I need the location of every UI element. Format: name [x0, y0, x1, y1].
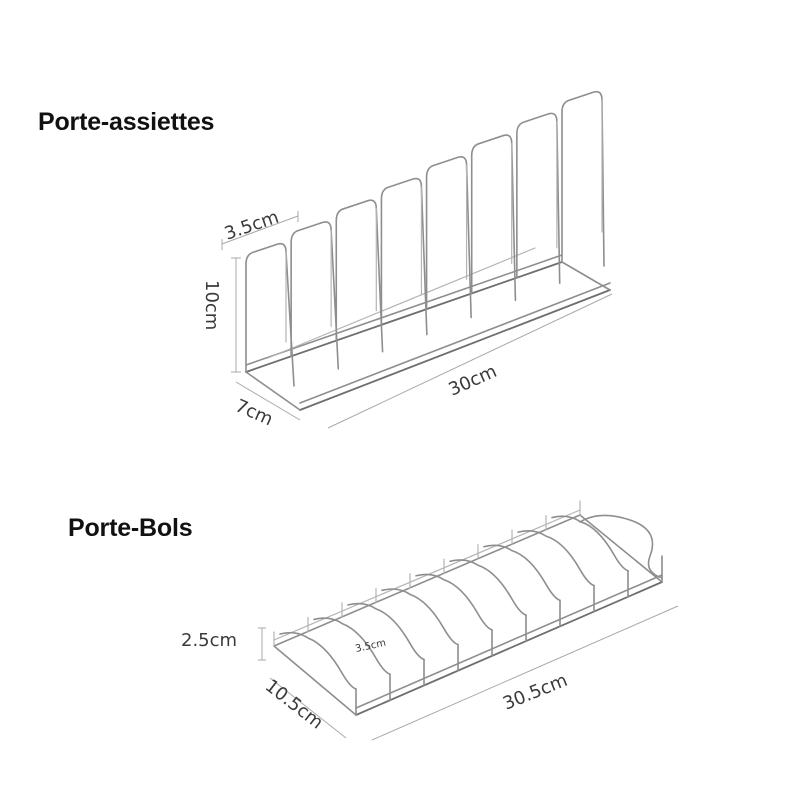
bowl-cradle	[551, 515, 629, 572]
depth-dimension-line	[235, 381, 301, 421]
bowl-slot-label: 3.5cm	[354, 638, 387, 655]
bowl-height-label: 2.5cm	[181, 630, 237, 651]
bowl-rack-illustration: 2.5cm 3.5cm 10.5cm 30.5cm	[181, 500, 679, 741]
plate-rack-left-foot	[245, 371, 301, 411]
bowl-length-dimension-line	[371, 605, 679, 741]
bowl-rack-title: Porte-Bols	[68, 514, 193, 542]
plate-divider	[470, 134, 517, 302]
bowl-rack-front-rail-inner	[355, 574, 663, 709]
bowl-cradle	[517, 529, 595, 587]
plate-rack-base-rail	[299, 289, 611, 411]
length-label: 30cm	[445, 361, 500, 401]
plate-divider	[290, 221, 340, 370]
plate-rack-front-rail-inner	[245, 254, 563, 366]
bowl-cradle	[449, 559, 527, 616]
bowl-rack-end-hoop	[579, 514, 663, 579]
divider-gap-dimension-line	[221, 215, 299, 245]
bowl-length-label: 30.5cm	[500, 670, 570, 715]
plate-rack-illustration: 3.5cm 10cm 7cm 30cm	[201, 90, 613, 430]
bowl-cradle	[381, 588, 459, 646]
height-label: 10cm	[201, 280, 222, 330]
depth-label: 7cm	[232, 395, 276, 430]
plate-divider	[561, 90, 605, 267]
bowl-cradle	[347, 602, 425, 661]
plate-divider	[380, 177, 428, 336]
bowl-depth-label: 10.5cm	[261, 675, 327, 733]
bowl-cradle	[415, 573, 493, 631]
length-dimension-line	[327, 293, 613, 429]
plate-divider	[425, 156, 472, 319]
plate-rack-right-foot	[561, 261, 611, 291]
bowl-cradle	[279, 631, 357, 690]
plate-divider	[335, 199, 384, 353]
plate-rack-front-rail	[245, 261, 563, 373]
plate-rack-mid-rail	[267, 247, 536, 359]
plate-rack-wireframe	[245, 90, 611, 411]
bowl-rack-front-rail	[355, 581, 663, 716]
plate-divider	[516, 112, 561, 284]
bowl-rack-wireframe	[273, 500, 663, 716]
bowl-cradle	[483, 544, 561, 602]
bowl-rack-back-rail	[273, 514, 581, 647]
bowl-depth-dimension-line	[269, 677, 347, 739]
bowl-rack-right-end	[579, 514, 663, 583]
bowl-rack-left-end	[273, 645, 357, 716]
plate-rack-base-rail-inner	[299, 282, 611, 404]
bowl-cradle	[313, 617, 391, 676]
divider-gap-label: 3.5cm	[222, 207, 282, 245]
plate-rack-title: Porte-assiettes	[38, 108, 215, 136]
plate-divider	[245, 242, 295, 387]
